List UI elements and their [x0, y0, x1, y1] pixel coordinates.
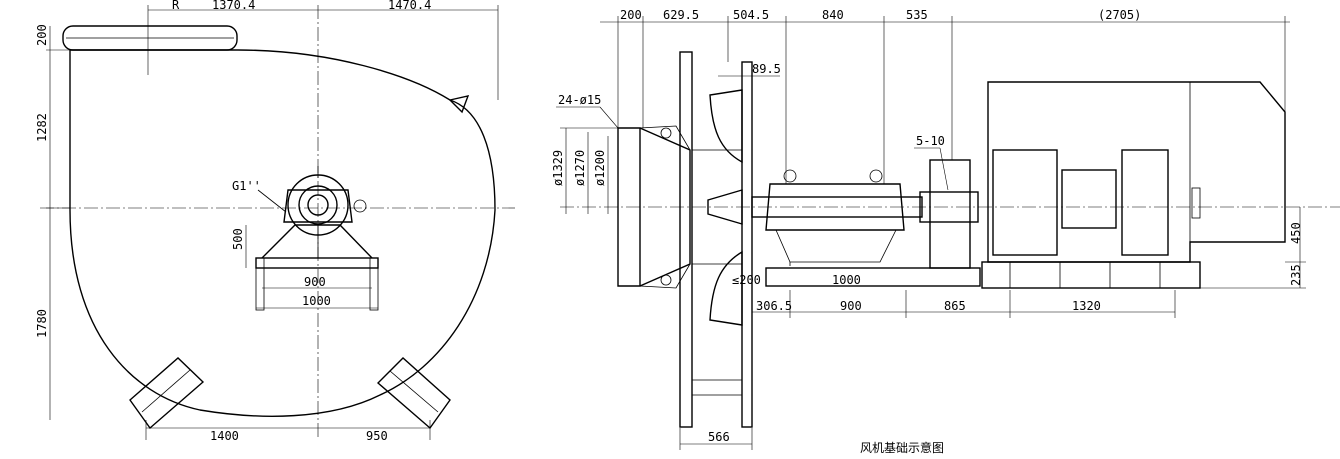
side-bottom-dim-900: 900: [840, 299, 862, 313]
side-top-dim-2705: (2705): [1098, 8, 1141, 22]
bearing-housing-inner: [298, 185, 338, 225]
side-top-dim-200: 200: [620, 8, 642, 22]
impeller-width: 566: [708, 430, 730, 444]
side-top-dim-504-5: 504.5: [733, 8, 769, 22]
coupling-leader: [939, 147, 949, 191]
coupling: [919, 191, 979, 223]
casing-foot-right: [376, 357, 451, 430]
motor-end-shaft: [1191, 187, 1201, 219]
pedestal-foot-right: [369, 257, 379, 311]
bearing-housing: [765, 183, 905, 231]
motor-height-450: 450: [1289, 222, 1303, 244]
gap-dim: ≤200: [732, 273, 761, 287]
bearing-cap-left: [783, 169, 797, 183]
pedestal-dim-900: 900: [304, 275, 326, 289]
lube-label: G1'': [232, 179, 261, 193]
base-dim-1000: 1000: [832, 273, 861, 287]
motor-terminal-box-right: [1121, 149, 1169, 256]
diameter-1200: ø1200: [593, 150, 607, 186]
inlet-bolt-top: [660, 127, 672, 139]
side-bottom-dim-865: 865: [944, 299, 966, 313]
motor-terminal-box-mid: [1061, 169, 1117, 229]
motor-height-235: 235: [1289, 264, 1303, 286]
pedestal-base-plate: [255, 257, 379, 269]
pedestal-dim-500: 500: [231, 228, 245, 250]
front-view: 1370.4 1470.4 R 200 1282 1780 1400 950 5…: [35, 0, 515, 443]
casing-foot-left: [129, 357, 205, 430]
outlet-flange: [62, 25, 238, 51]
motor-housing: [987, 81, 1286, 263]
front-left-dim-200: 200: [35, 24, 49, 46]
motor-base-frame: [981, 261, 1201, 289]
casing-back-plate: [741, 61, 753, 428]
impeller-blade-upper: [709, 89, 743, 164]
main-shaft: [751, 196, 923, 218]
inlet-bolt-bottom: [660, 274, 672, 286]
bearing-support: [775, 229, 897, 263]
side-bottom-dim-1320: 1320: [1072, 299, 1101, 313]
pedestal-dim-1000: 1000: [302, 294, 331, 308]
bearing-base-frame: [765, 267, 981, 287]
impeller-hub: [707, 189, 743, 225]
front-top-dim-2: 1470.4: [388, 0, 431, 12]
front-bottom-dim-950: 950: [366, 429, 388, 443]
impeller-blade-lower: [709, 250, 743, 326]
pedestal-foot-left: [255, 257, 265, 311]
pedestal-body: [261, 224, 373, 259]
bearing-side-lug: [353, 199, 367, 213]
hole-label: 24-ø15: [558, 93, 601, 107]
coupling-guard: [929, 159, 971, 269]
volute-casing: [69, 49, 496, 417]
casing-front-plate: [679, 51, 693, 428]
dim-89-5: 89.5: [752, 62, 781, 76]
side-view: 200 629.5 504.5 840 535 (2705) 89.5 24-ø…: [551, 8, 1340, 455]
side-top-dim-629-5: 629.5: [663, 8, 699, 22]
casing-lug: [448, 95, 470, 114]
front-left-dim-1282: 1282: [35, 113, 49, 142]
front-top-tick: R: [172, 0, 180, 12]
coupling-label: 5-10: [916, 134, 945, 148]
hole-leader: [599, 106, 619, 129]
motor-terminal-box-left: [992, 149, 1058, 256]
diameter-1270: ø1270: [573, 150, 587, 186]
side-top-dim-535: 535: [906, 8, 928, 22]
side-top-dim-840: 840: [822, 8, 844, 22]
bearing-cap-right: [869, 169, 883, 183]
lube-leader: [257, 189, 287, 213]
diameter-1329: ø1329: [551, 150, 565, 186]
front-bottom-dim-1400: 1400: [210, 429, 239, 443]
drawing-caption: 风机基础示意图: [860, 440, 944, 454]
shaft-bore: [307, 194, 329, 216]
front-top-dim-1: 1370.4: [212, 0, 255, 12]
bearing-pedestal: [255, 166, 379, 311]
front-left-dim-1780: 1780: [35, 309, 49, 338]
side-bottom-dim-306-5: 306.5: [756, 299, 792, 313]
